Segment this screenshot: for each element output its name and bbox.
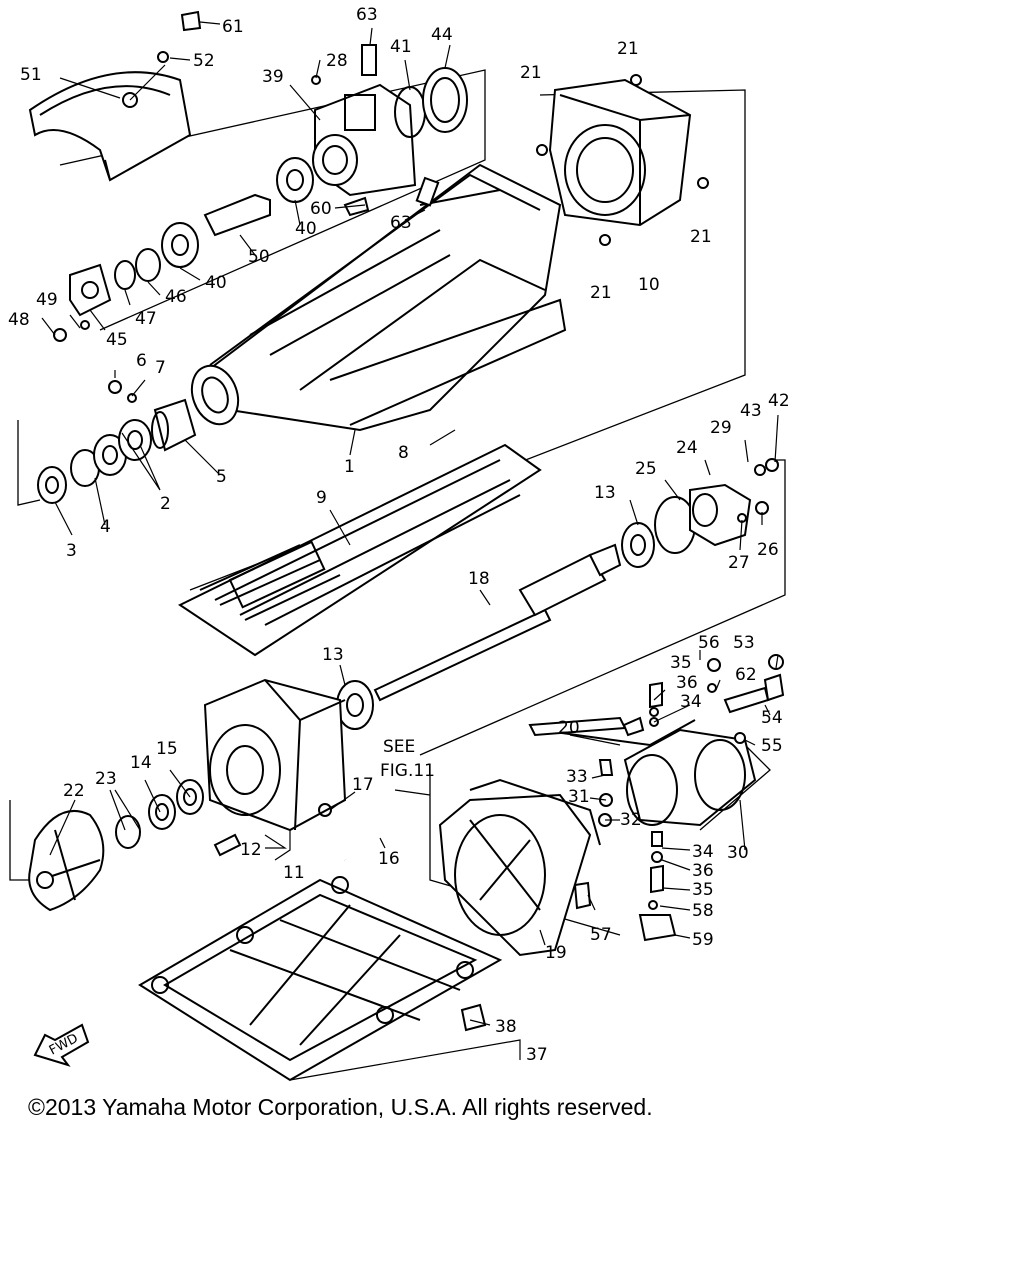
label-part-3: 3 (66, 541, 77, 561)
label-part-13a: 13 (594, 483, 616, 503)
label-part-15: 15 (156, 739, 178, 759)
label-part-61: 61 (222, 17, 244, 37)
label-part-8: 8 (398, 443, 409, 463)
see-note-line1: SEE (383, 737, 415, 757)
impeller-housing (203, 678, 347, 832)
rear-cap (654, 483, 752, 554)
intake-flange (548, 78, 692, 227)
label-part-29: 29 (710, 418, 732, 438)
label-part-52: 52 (193, 51, 215, 71)
label-part-62: 62 (735, 665, 757, 685)
label-part-42: 42 (768, 391, 790, 411)
label-part-60: 60 (310, 199, 332, 219)
label-part-35b: 35 (692, 880, 714, 900)
label-part-55: 55 (761, 736, 783, 756)
label-part-7: 7 (155, 358, 166, 378)
label-part-20: 20 (558, 718, 580, 738)
label-part-23: 23 (95, 769, 117, 789)
part-number-labels: 61 52 51 63 28 41 44 39 60 63 40 50 40 4… (8, 5, 790, 1065)
label-part-63a: 63 (356, 5, 378, 25)
label-part-43: 43 (740, 401, 762, 421)
label-part-51: 51 (20, 65, 42, 85)
label-part-53: 53 (733, 633, 755, 653)
label-part-28: 28 (326, 51, 348, 71)
steering-nozzle (528, 716, 757, 827)
label-part-26: 26 (757, 540, 779, 560)
label-part-56: 56 (698, 633, 720, 653)
label-part-30: 30 (727, 843, 749, 863)
label-part-57: 57 (590, 925, 612, 945)
nozzle (438, 778, 601, 957)
leader-lines (41, 21, 779, 1081)
label-part-21c: 21 (690, 227, 712, 247)
copyright-notice: ©2013 Yamaha Motor Corporation, U.S.A. A… (28, 1094, 653, 1120)
label-part-63b: 63 (390, 213, 412, 233)
label-part-38: 38 (495, 1017, 517, 1037)
label-part-37: 37 (526, 1045, 548, 1065)
label-part-47: 47 (135, 309, 157, 329)
label-part-32: 32 (620, 810, 642, 830)
label-part-46: 46 (165, 287, 187, 307)
label-part-6: 6 (136, 351, 147, 371)
label-part-40b: 40 (205, 273, 227, 293)
label-part-5: 5 (216, 467, 227, 487)
label-part-44: 44 (431, 25, 453, 45)
label-part-34b: 34 (692, 842, 714, 862)
label-part-22: 22 (63, 781, 85, 801)
exploded-parts-diagram: FWD SEE FIG.11 61 52 51 63 28 41 44 39 6… (8, 5, 790, 1082)
label-part-21d: 21 (590, 283, 612, 303)
label-part-13b: 13 (322, 645, 344, 665)
drive-shaft (336, 522, 655, 730)
lower-left-bearings (37, 380, 197, 504)
label-part-4: 4 (100, 517, 111, 537)
label-part-39: 39 (262, 67, 284, 87)
label-part-1: 1 (344, 457, 355, 477)
label-part-24: 24 (676, 438, 698, 458)
bearing-housing (312, 83, 417, 197)
label-part-9: 9 (316, 488, 327, 508)
label-part-12: 12 (240, 840, 262, 860)
label-part-10: 10 (638, 275, 660, 295)
label-part-54: 54 (761, 708, 783, 728)
label-part-58: 58 (692, 901, 714, 921)
see-note-line2: FIG.11 (380, 761, 435, 781)
label-part-2: 2 (160, 494, 171, 514)
label-part-48: 48 (8, 310, 30, 330)
duct-plate (178, 443, 542, 657)
cover (28, 64, 192, 182)
label-part-21b: 21 (617, 39, 639, 59)
label-part-36b: 36 (692, 861, 714, 881)
label-part-45: 45 (106, 330, 128, 350)
label-part-50: 50 (248, 247, 270, 267)
label-part-21a: 21 (520, 63, 542, 83)
label-part-11: 11 (283, 863, 305, 883)
fwd-arrow: FWD (33, 1023, 90, 1067)
bottom-plate (138, 876, 503, 1082)
label-part-36a: 36 (676, 673, 698, 693)
label-part-27: 27 (728, 553, 750, 573)
label-part-17: 17 (352, 775, 374, 795)
label-part-31: 31 (568, 787, 590, 807)
label-part-18: 18 (468, 569, 490, 589)
label-part-25: 25 (635, 459, 657, 479)
label-part-33: 33 (566, 767, 588, 787)
label-part-14: 14 (130, 753, 152, 773)
label-part-59: 59 (692, 930, 714, 950)
upper-bearings (69, 157, 314, 317)
label-part-34a: 34 (680, 692, 702, 712)
impeller (28, 779, 242, 912)
jet-pump-housing (190, 163, 567, 432)
label-part-41: 41 (390, 37, 412, 57)
label-part-16: 16 (378, 849, 400, 869)
label-part-19: 19 (545, 943, 567, 963)
label-part-49: 49 (36, 290, 58, 310)
label-part-40a: 40 (295, 219, 317, 239)
label-part-35a: 35 (670, 653, 692, 673)
